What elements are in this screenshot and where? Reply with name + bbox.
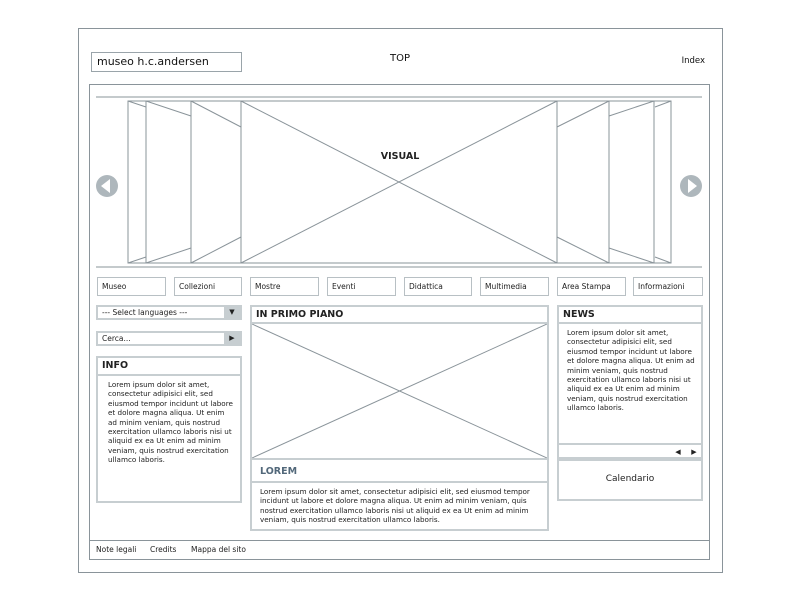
chevron-down-icon[interactable]: ▼ [224,307,240,318]
news-bottom-divider [559,443,701,445]
info-panel: INFO Lorem ipsum dolor sit amet, consect… [96,356,242,503]
info-text: Lorem ipsum dolor sit amet, consectetur … [108,380,233,465]
lorem-text: Lorem ipsum dolor sit amet, consectetur … [260,487,530,525]
language-select[interactable]: --- Select languages --- ▼ [96,305,242,320]
menu-item-collezioni[interactable]: Collezioni [174,277,242,296]
index-link[interactable]: Index [681,56,705,66]
footer-divider [89,540,710,541]
lorem-divider [252,481,547,483]
feature-divider [252,322,547,324]
news-text: Lorem ipsum dolor sit amet, consectetur … [567,328,695,413]
news-divider [559,322,701,324]
calendar-label: Calendario [605,474,655,484]
info-divider [98,374,240,376]
search-submit-icon[interactable]: ▶ [224,333,240,344]
footer-link-note-legali[interactable]: Note legali [96,545,137,554]
menu-item-didattica[interactable]: Didattica [404,277,472,296]
content-frame [89,84,710,560]
menu-item-mostre[interactable]: Mostre [250,277,319,296]
news-panel: NEWS Lorem ipsum dolor sit amet, consect… [557,305,703,459]
arrow-right-circle-icon[interactable] [679,174,703,198]
lorem-title: LOREM [260,466,298,477]
info-title: INFO [102,360,129,371]
site-logo[interactable]: museo h.c.andersen [91,52,242,72]
footer-link-credits[interactable]: Credits [150,545,177,554]
top-label: TOP [389,53,410,64]
feature-image-divider [252,458,547,460]
search-input[interactable]: Cerca... ▶ [96,331,242,346]
language-select-value: --- Select languages --- [102,308,188,317]
menu-item-eventi[interactable]: Eventi [327,277,396,296]
calendar-panel[interactable]: Calendario [557,459,703,501]
visual-label: VISUAL [380,151,420,162]
menu-item-informazioni[interactable]: Informazioni [633,277,703,296]
footer-link-mappa-del-sito[interactable]: Mappa del sito [191,545,246,554]
news-title: NEWS [563,309,595,320]
arrow-left-circle-icon[interactable] [95,174,119,198]
menu-item-museo[interactable]: Museo [97,277,166,296]
calendar-prev-icon[interactable]: ◀ [675,448,681,456]
feature-title: IN PRIMO PIANO [256,309,344,320]
menu-item-multimedia[interactable]: Multimedia [480,277,549,296]
visual-carousel [96,96,702,268]
feature-image-placeholder[interactable] [252,324,547,458]
menu-item-area-stampa[interactable]: Area Stampa [557,277,626,296]
feature-panel: IN PRIMO PIANO LOREM Lorem ipsum dolor s… [250,305,549,531]
page-frame [78,28,723,573]
search-placeholder: Cerca... [102,334,131,343]
calendar-next-icon[interactable]: ▶ [691,448,697,456]
